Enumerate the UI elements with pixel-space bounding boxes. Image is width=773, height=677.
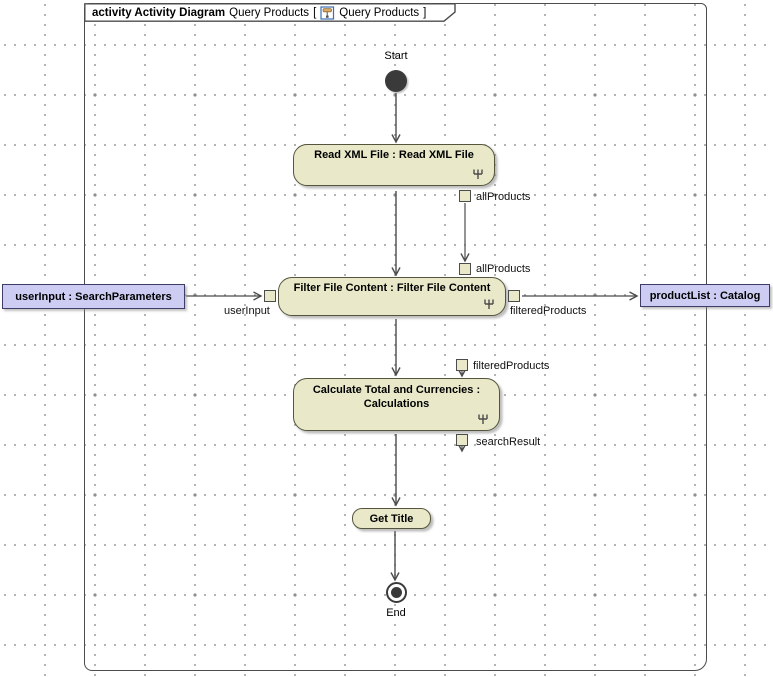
bracket-open: [ [313,6,317,19]
objectnode-userinput[interactable]: userInput : SearchParameters [2,284,185,309]
start-label: Start [384,50,408,62]
pin-allproducts-in-label: allProducts [476,263,531,275]
action-filter-file-content[interactable]: Filter File Content : Filter File Conten… [278,277,506,316]
action-calculate-total-label-line2: Calculations [363,398,430,410]
action-get-title[interactable]: Get Title [352,508,431,529]
rake-icon [472,168,484,180]
diagram-ref-label: Query Products [339,6,420,19]
pin-filteredproducts-in-label: filteredProducts [473,360,550,372]
pin-userinput-label: userInput [224,305,270,317]
pin-searchresult-label: searchResult [476,436,541,448]
action-get-title-label: Get Title [369,512,414,525]
frame-title-tab[interactable]: activity Activity Diagram Query Products… [84,3,456,22]
objectnode-productlist-label: productList : Catalog [649,289,761,302]
action-calculate-total[interactable]: Calculate Total and Currencies : Calcula… [293,378,500,431]
action-read-xml-file[interactable]: Read XML File : Read XML File [293,144,495,186]
rake-icon [477,413,489,425]
diagram-kind-label: activity Activity Diagram [92,6,226,19]
pin-userinput[interactable] [264,290,276,302]
diagram-name-label: Query Products [229,6,310,19]
end-label: End [386,607,406,619]
objectnode-userinput-label: userInput : SearchParameters [15,290,172,303]
final-node-dot [391,587,402,598]
rake-icon [483,298,495,310]
pin-allproducts-out-label: allProducts [476,191,531,203]
bracket-close: ] [423,6,427,19]
pin-allproducts-in[interactable] [459,263,471,275]
pin-filteredproducts-out[interactable] [508,290,520,302]
pin-allproducts-out[interactable] [459,190,471,202]
action-filter-file-content-label: Filter File Content : Filter File Conten… [293,282,491,294]
action-calculate-total-label-line1: Calculate Total and Currencies : [312,384,481,396]
action-read-xml-file-label: Read XML File : Read XML File [314,149,474,161]
activity-diagram-icon [320,5,335,20]
pin-searchresult[interactable] [456,434,468,446]
objectnode-productlist[interactable]: productList : Catalog [640,284,770,307]
tab-outline [84,3,456,22]
activity-final-node[interactable] [386,582,407,603]
pin-filteredproducts-out-label: filteredProducts [510,305,587,317]
pin-filteredproducts-in[interactable] [456,359,468,371]
initial-node[interactable] [385,70,407,92]
